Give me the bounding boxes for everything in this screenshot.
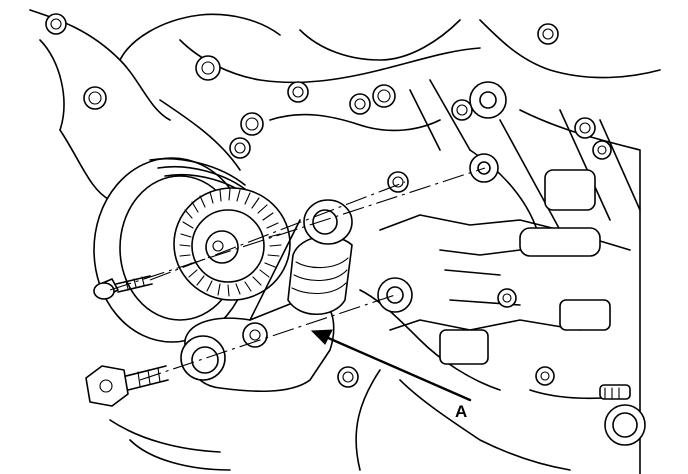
bolt-head-icon — [229, 137, 251, 159]
bolt-head-icon — [45, 13, 67, 35]
bolt-head-icon — [240, 112, 264, 136]
bolt-head-icon — [195, 55, 221, 81]
pulley-ribs — [179, 188, 282, 297]
bolt-head-icon — [592, 140, 612, 160]
bolt-head-icon — [451, 99, 473, 121]
tensioner-pulley — [173, 187, 291, 301]
pulley-bolt — [93, 275, 153, 300]
callout-label-a: A — [455, 402, 467, 421]
bolt-head-icon — [497, 288, 517, 308]
tensioner-bracket — [180, 199, 353, 393]
callout-arrowhead — [310, 329, 333, 345]
bolt-head-icon — [372, 84, 396, 108]
bolt-head-icon — [83, 86, 107, 110]
bolt-head-icon — [574, 117, 596, 139]
bolt-head-icon — [349, 93, 371, 115]
callout-leader-line — [324, 335, 472, 402]
mounting-bosses — [377, 81, 507, 313]
bolt-head-icon — [287, 81, 309, 103]
bracket-bolt — [85, 365, 169, 407]
alignment-lines — [109, 167, 486, 381]
callout-a: A — [310, 329, 472, 421]
bolt-head-icon — [537, 23, 559, 45]
bolt-head-icon — [337, 366, 359, 388]
block-bolts — [45, 13, 612, 388]
bolt-head-icon — [535, 366, 555, 386]
